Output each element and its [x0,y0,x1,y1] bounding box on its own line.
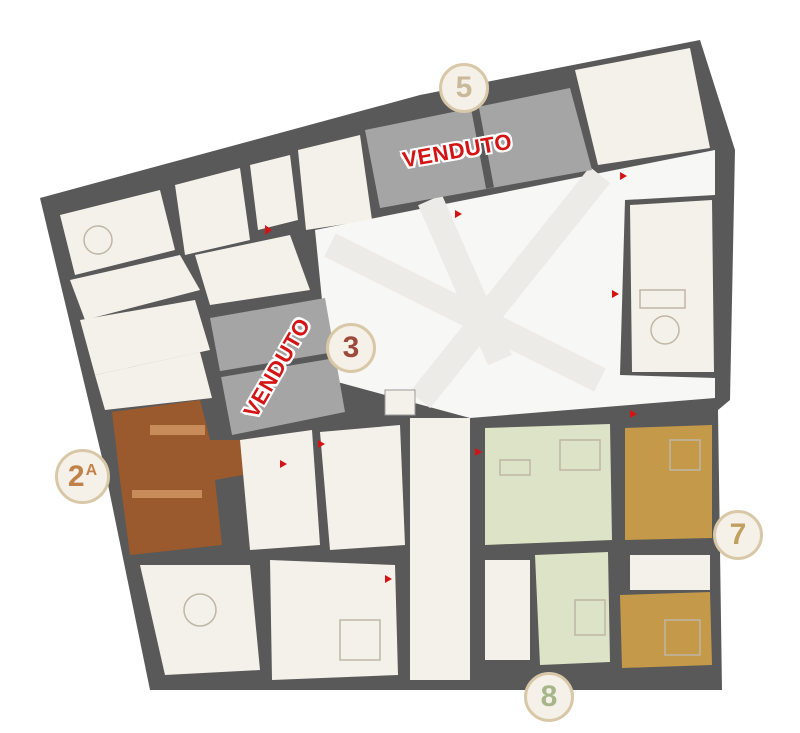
unit-3-badge[interactable]: 3 [326,323,376,373]
unit-8-number: 8 [540,680,558,713]
unit-5-number: 5 [455,71,473,104]
unit-7-area[interactable] [625,425,712,540]
east-apartment [630,200,714,372]
southwest-apartment [140,565,260,675]
unit-2a-suffix: A [85,461,98,479]
unit-5-badge[interactable]: 5 [439,63,489,113]
courtyard-paths [324,166,611,409]
entrance-hall [410,418,470,680]
unit-2a-number: 2 [67,459,85,493]
unit-8-badge[interactable]: 8 [524,672,574,722]
north-wing [60,48,710,410]
unit-7-number: 7 [729,518,747,551]
door-markers [265,172,637,583]
unit-2a-area[interactable] [112,400,270,555]
unit-3-number: 3 [342,331,360,364]
furniture [83,225,701,661]
unit-7-badge[interactable]: 7 [713,510,763,560]
unit-8-area[interactable] [485,424,612,545]
